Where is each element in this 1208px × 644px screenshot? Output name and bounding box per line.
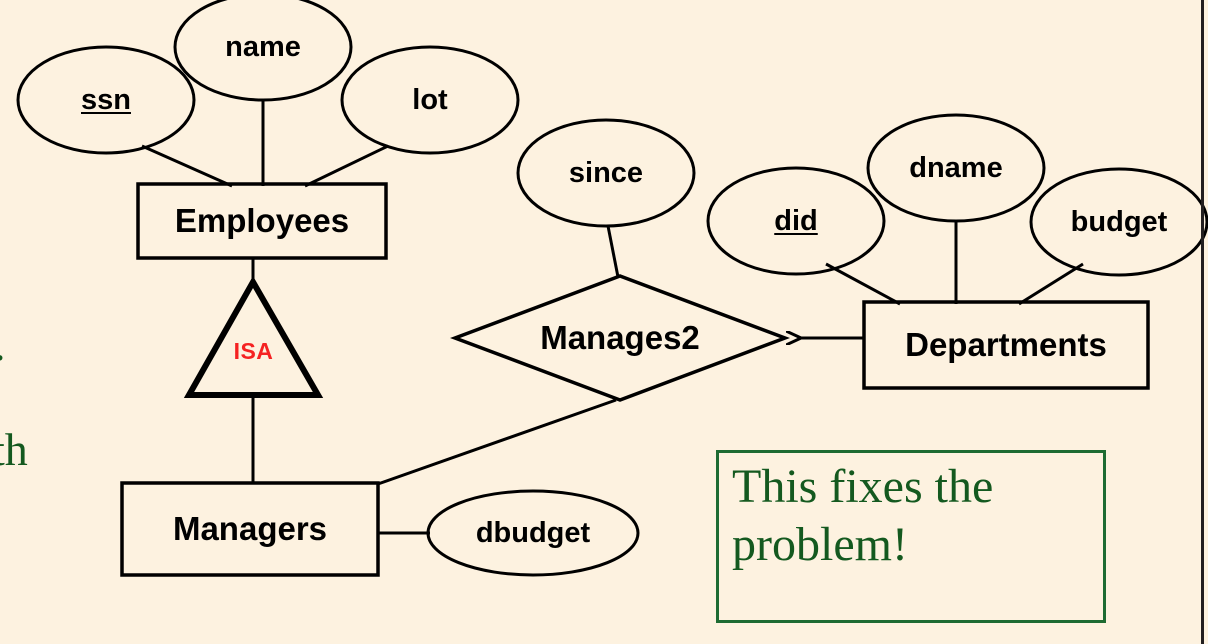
attribute-ellipse-dbudget[interactable] — [426, 489, 640, 577]
attribute-ellipse-name[interactable] — [173, 0, 353, 102]
clipped-text-fragment-th: th — [0, 427, 28, 473]
edge-budget-departments — [1018, 262, 1084, 306]
relationship-connectors — [377, 338, 864, 486]
slide-right-border — [1201, 0, 1204, 644]
note-line-2: problem! — [732, 517, 908, 571]
edge-ssn-employees — [141, 144, 233, 188]
note-box — [716, 450, 1106, 623]
attribute-ellipse-since[interactable] — [516, 118, 696, 228]
attribute-ellipse-lot[interactable] — [340, 45, 520, 155]
edge-managers-manages2 — [377, 398, 617, 486]
attribute-ellipse-dname[interactable] — [866, 113, 1046, 223]
attribute-shapes — [16, 0, 1208, 577]
note-line-1: This fixes the — [732, 460, 994, 513]
attribute-ellipse-budget[interactable] — [1029, 167, 1208, 277]
edge-lot-employees — [304, 144, 389, 188]
edge-did-departments — [825, 262, 901, 306]
entity-box-employees[interactable] — [136, 182, 388, 260]
entity-shapes — [120, 182, 1150, 577]
relationship-diamond-manages2[interactable] — [450, 274, 790, 402]
attribute-connectors — [141, 100, 1084, 535]
clipped-text-fragment-period: . — [0, 322, 24, 368]
edge-since-manages2 — [606, 225, 620, 278]
entity-box-managers[interactable] — [120, 481, 380, 577]
attribute-ellipse-ssn[interactable] — [16, 45, 196, 155]
entity-box-departments[interactable] — [862, 300, 1150, 390]
attribute-ellipse-did[interactable] — [706, 166, 886, 276]
isa-triangle[interactable] — [183, 275, 324, 398]
note-text: This fixes the problem! — [732, 458, 1102, 573]
